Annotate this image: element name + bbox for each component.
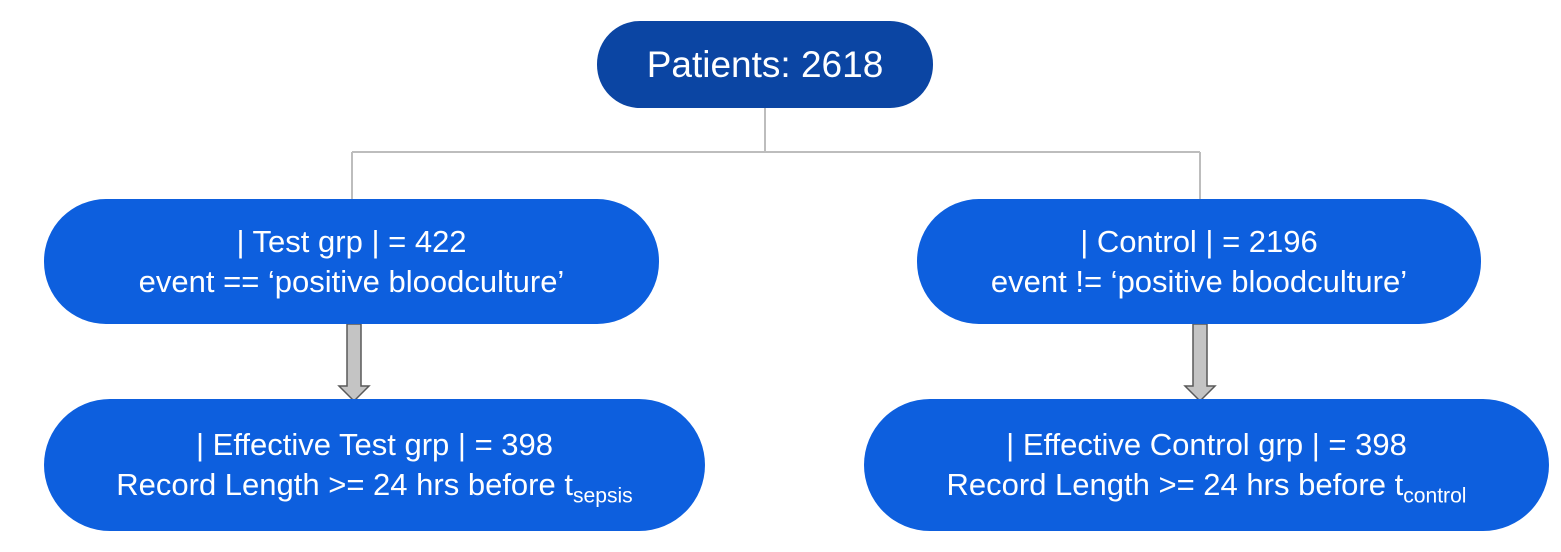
test-group-criterion: event == ‘positive bloodculture’ — [138, 263, 565, 299]
effective-control-count: | Effective Control grp | = 398 — [1006, 427, 1407, 463]
effective-control-group-node: | Effective Control grp | = 398 Record L… — [864, 399, 1549, 531]
control-group-criterion: event != ‘positive bloodculture’ — [990, 263, 1408, 299]
effective-control-criterion-main: Record Length >= 24 hrs before t — [946, 467, 1404, 502]
effective-test-group-node: | Effective Test grp | = 398 Record Leng… — [44, 399, 705, 531]
root-node-label: Patients: 2618 — [646, 43, 884, 85]
test-group-node: | Test grp | = 422 event == ‘positive bl… — [44, 199, 659, 324]
tree-connector — [351, 108, 1201, 199]
effective-test-count: | Effective Test grp | = 398 — [195, 427, 554, 463]
control-group-count: | Control | = 2196 — [1080, 223, 1318, 259]
effective-control-criterion: Record Length >= 24 hrs before tcontrol — [946, 465, 1467, 508]
control-group-node: | Control | = 2196 event != ‘positive bl… — [917, 199, 1481, 324]
effective-test-criterion-main: Record Length >= 24 hrs before t — [116, 467, 573, 502]
effective-test-criterion: Record Length >= 24 hrs before tsepsis — [116, 465, 633, 508]
effective-control-criterion-subscript: control — [1403, 484, 1467, 508]
effective-test-criterion-subscript: sepsis — [572, 484, 633, 508]
down-arrow-right-icon — [1183, 323, 1217, 403]
test-group-count: | Test grp | = 422 — [236, 223, 467, 259]
root-node-patients: Patients: 2618 — [597, 21, 933, 108]
down-arrow-left-icon — [337, 323, 371, 403]
